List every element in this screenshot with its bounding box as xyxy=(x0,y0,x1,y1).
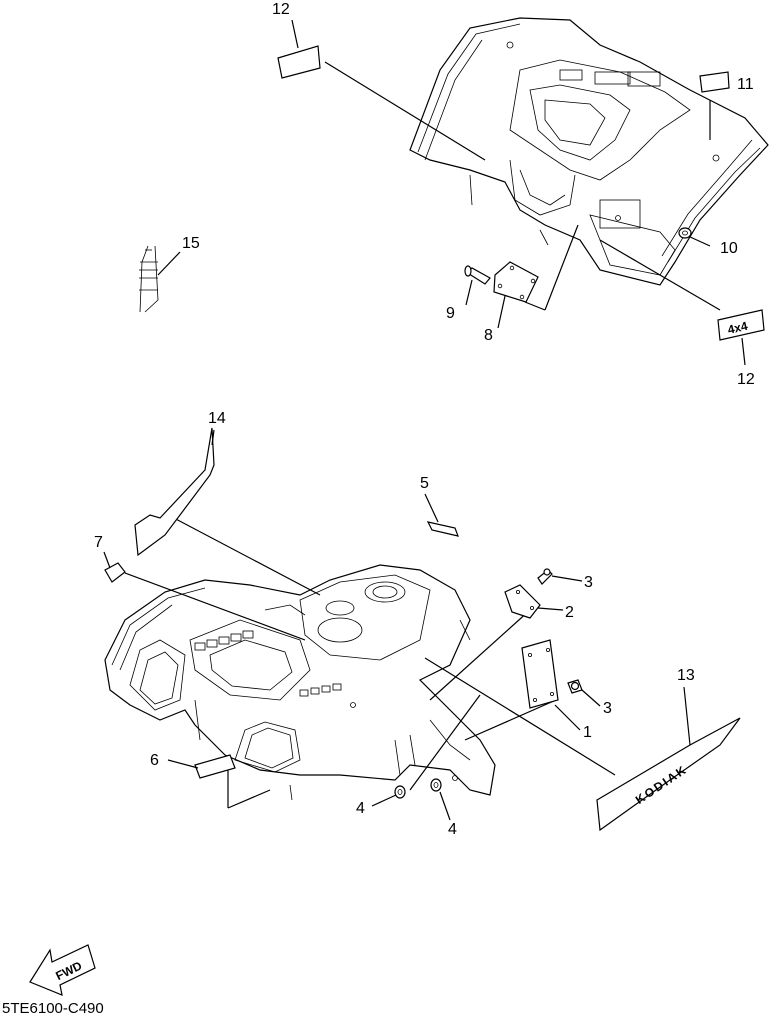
callout-1: 1 xyxy=(583,724,592,741)
bolt-3-upper xyxy=(537,568,553,585)
callout-6: 6 xyxy=(150,752,159,769)
badge-12-4x4: 4x4 xyxy=(717,309,765,341)
washer-4-left xyxy=(394,785,406,799)
callout-13: 13 xyxy=(677,667,695,684)
bolt-9 xyxy=(464,265,491,285)
decal-14 xyxy=(134,427,215,557)
callout-2: 2 xyxy=(565,604,574,621)
diagram-code: 5TE6100-C490 xyxy=(2,1000,104,1016)
decal-6 xyxy=(194,754,236,779)
callout-11: 11 xyxy=(737,76,754,93)
callout-10: 10 xyxy=(720,240,738,257)
emblem-7 xyxy=(104,562,126,583)
callout-4-left: 4 xyxy=(356,800,365,817)
callout-5: 5 xyxy=(420,475,429,492)
washer-10 xyxy=(678,227,692,239)
callout-7: 7 xyxy=(94,534,103,551)
callout-4-right: 4 xyxy=(448,821,457,838)
callout-9: 9 xyxy=(446,305,455,322)
callout-numbers: 12 11 15 10 9 8 12 14 5 7 3 2 13 3 1 6 4… xyxy=(94,1,755,838)
callout-8: 8 xyxy=(484,327,493,344)
rear-fender xyxy=(409,17,769,286)
plate-8 xyxy=(493,261,539,303)
callout-14: 14 xyxy=(208,410,226,427)
plate-2 xyxy=(504,584,541,619)
label-15 xyxy=(139,245,159,313)
decal-13-kodiak: KODIAK xyxy=(596,717,741,832)
callout-12-bottom: 12 xyxy=(737,371,755,388)
leader-lines xyxy=(124,61,728,809)
washer-4-right xyxy=(430,778,442,792)
label-5 xyxy=(426,521,459,537)
fwd-arrow-icon: FWD xyxy=(29,944,96,996)
label-12-rear-top xyxy=(277,45,321,79)
callout-15: 15 xyxy=(182,235,200,252)
plate-1 xyxy=(521,639,559,709)
bolt-3-lower xyxy=(567,679,583,694)
callout-leaders xyxy=(103,19,746,821)
callout-3-lower: 3 xyxy=(603,700,612,717)
svg-text:4x4: 4x4 xyxy=(726,319,749,337)
front-fender xyxy=(104,564,496,801)
callout-3-upper: 3 xyxy=(584,574,593,591)
label-11 xyxy=(699,71,730,93)
callout-12-top: 12 xyxy=(272,1,290,18)
